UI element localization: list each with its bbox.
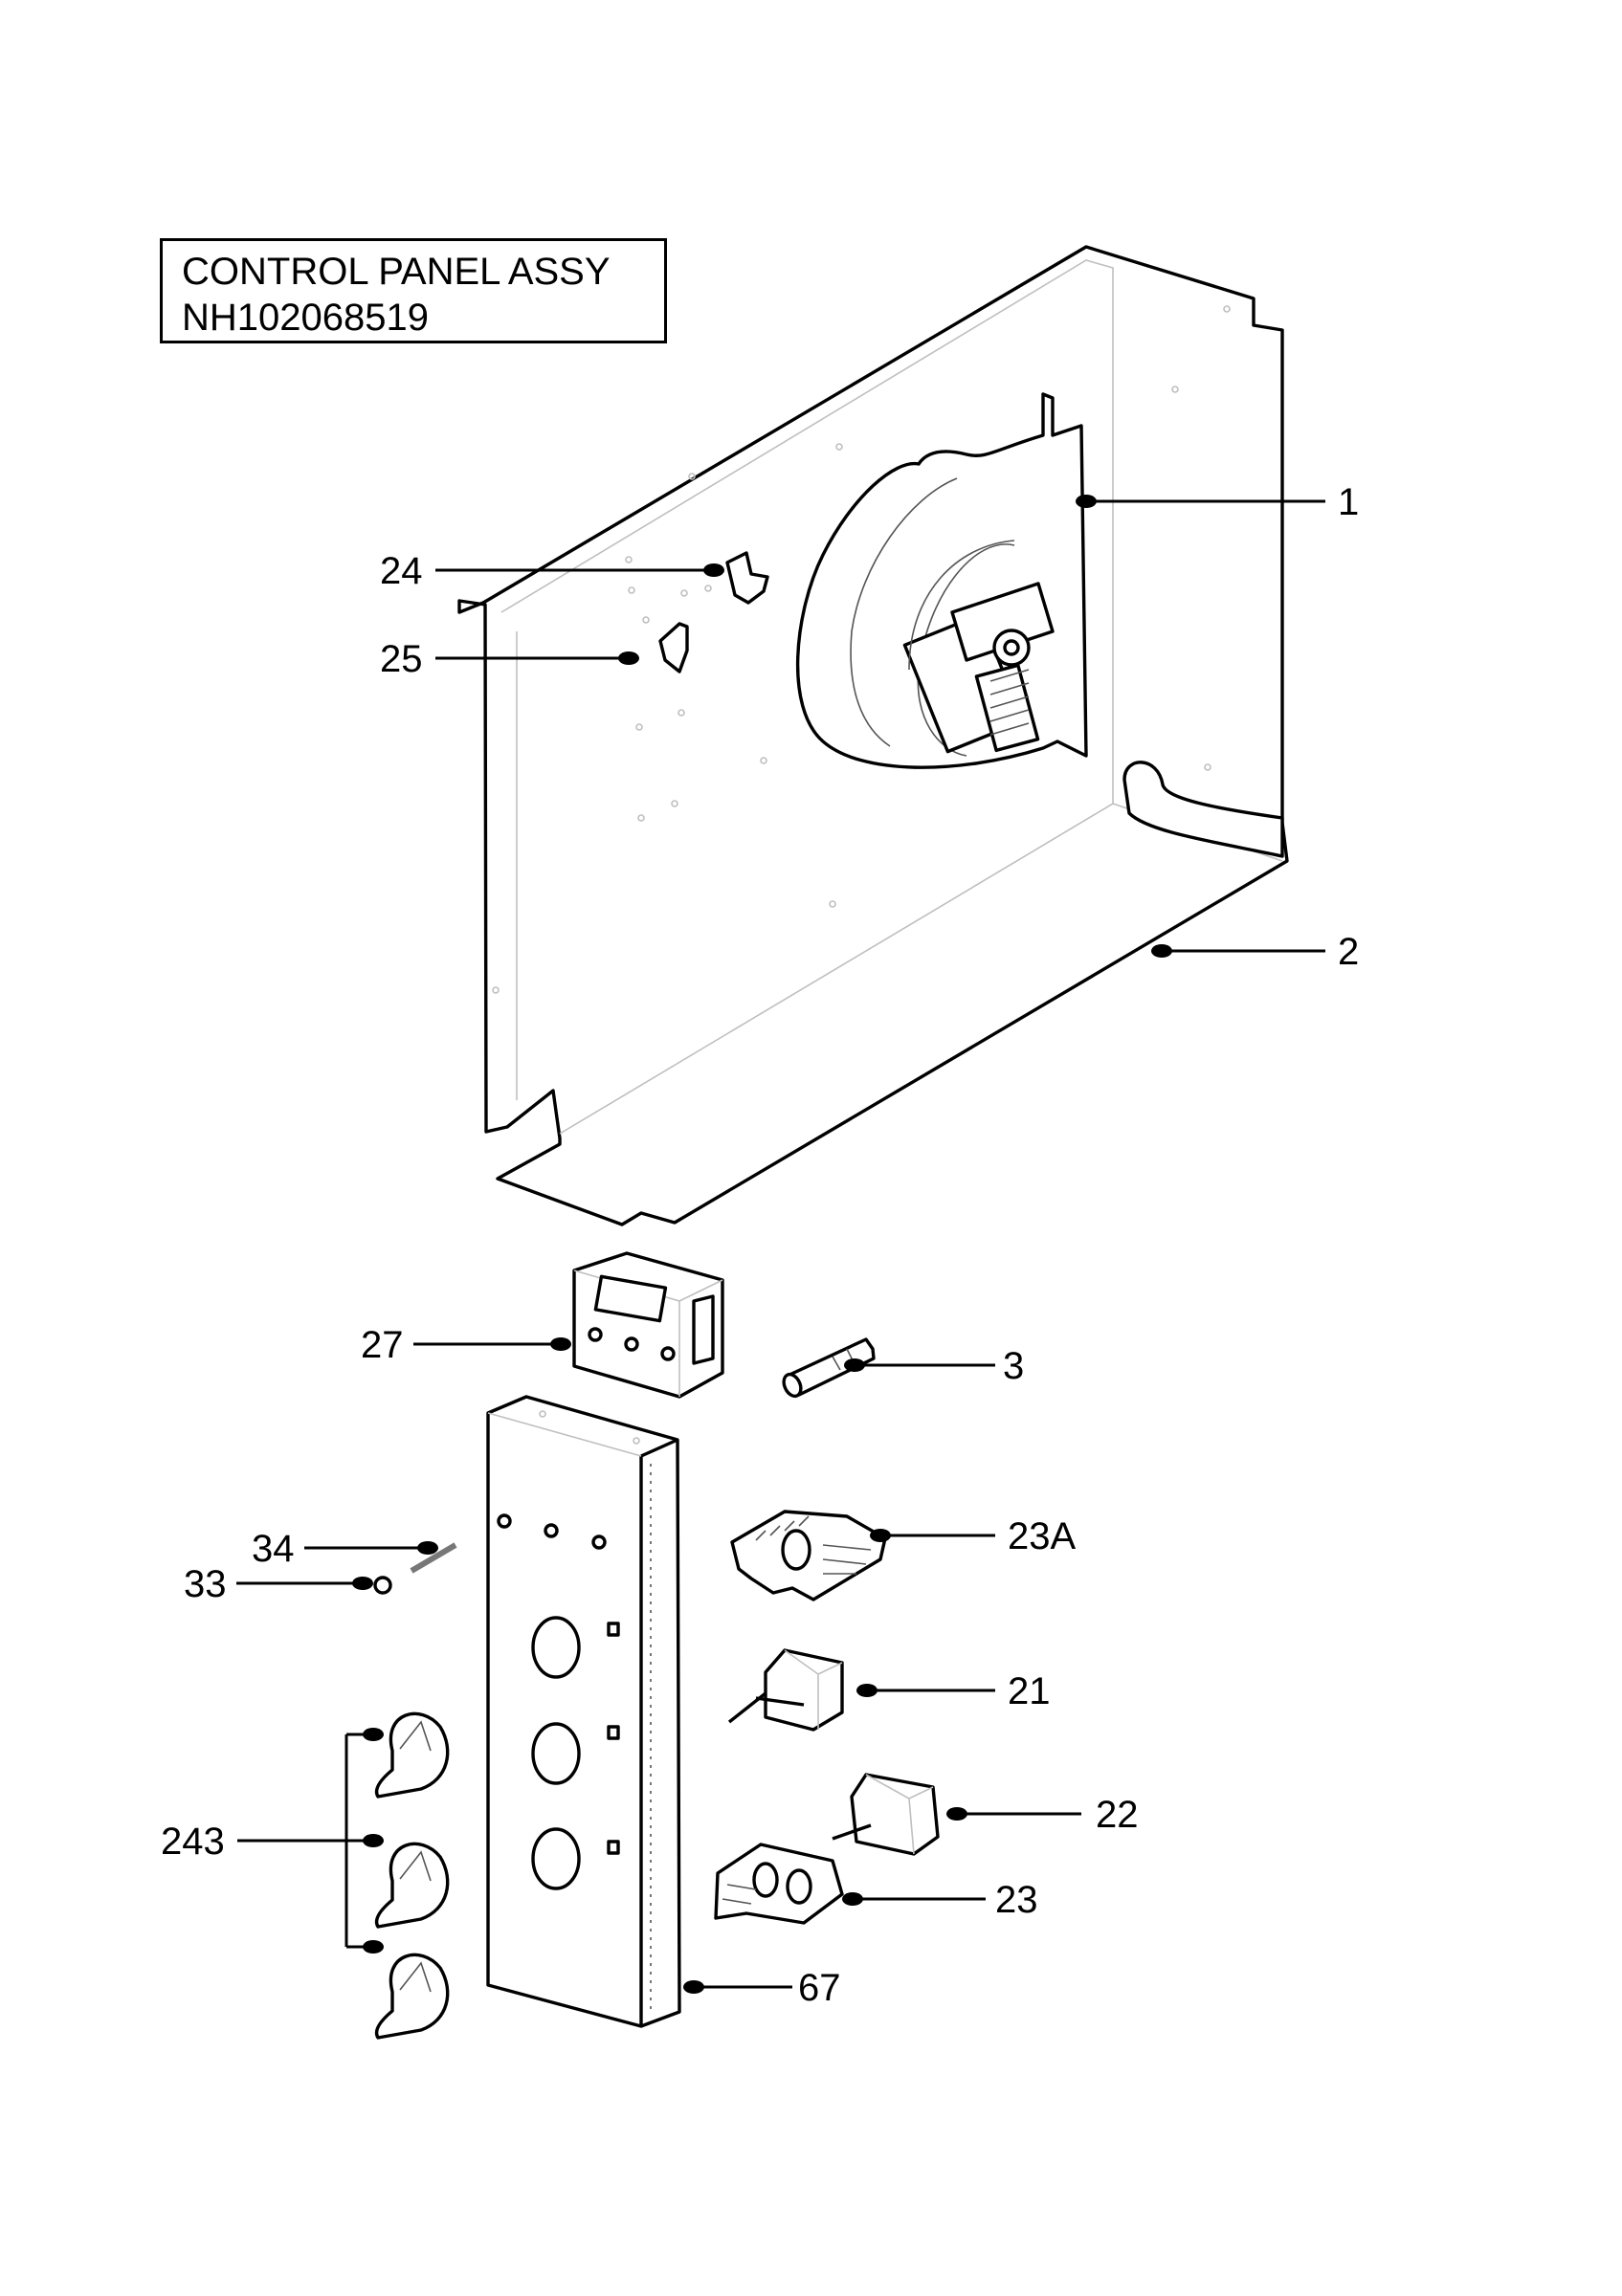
callout-33: 33 bbox=[184, 1563, 227, 1605]
control-panel-67 bbox=[486, 1395, 681, 2028]
switch-23 bbox=[714, 1843, 844, 1925]
spring-33 bbox=[373, 1576, 392, 1595]
callout-1: 1 bbox=[1338, 481, 1359, 523]
callout-243: 243 bbox=[161, 1821, 225, 1863]
clip-24 bbox=[725, 551, 769, 605]
callout-24: 24 bbox=[380, 550, 423, 592]
callout-labels: 1 2 24 25 27 3 34 33 23A 21 22 23 67 243 bbox=[161, 481, 1359, 2009]
callout-2: 2 bbox=[1338, 931, 1359, 973]
callout-21: 21 bbox=[1008, 1670, 1051, 1712]
title-box: CONTROL PANEL ASSY NH102068519 bbox=[160, 238, 667, 343]
callout-27: 27 bbox=[361, 1324, 404, 1366]
knobs-243 bbox=[374, 1711, 450, 2040]
seal-34 bbox=[410, 1542, 457, 1574]
title-line1: CONTROL PANEL ASSY bbox=[182, 251, 611, 293]
fan-motor bbox=[795, 392, 1088, 769]
callout-25: 25 bbox=[380, 638, 423, 680]
leader-lines bbox=[236, 495, 1325, 1994]
panel-holes bbox=[492, 305, 1231, 994]
callout-67: 67 bbox=[798, 1967, 841, 2009]
callout-23a: 23A bbox=[1008, 1515, 1076, 1557]
timer-27 bbox=[572, 1251, 724, 1399]
regulator-22 bbox=[832, 1773, 940, 1856]
regulator-21 bbox=[727, 1648, 844, 1732]
callout-34: 34 bbox=[252, 1528, 295, 1570]
title-line2: NH102068519 bbox=[182, 297, 429, 339]
callout-23: 23 bbox=[995, 1879, 1038, 1921]
clip-25 bbox=[658, 622, 689, 673]
callout-22: 22 bbox=[1096, 1794, 1139, 1836]
callout-3: 3 bbox=[1003, 1345, 1024, 1387]
switch-23a bbox=[730, 1510, 887, 1601]
lamp-3 bbox=[782, 1337, 876, 1399]
